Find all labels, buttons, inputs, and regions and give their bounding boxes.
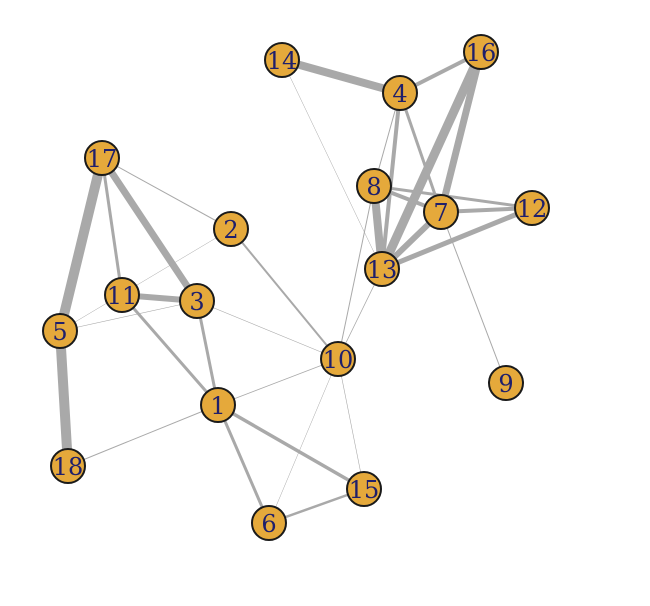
edge-1-15 (216, 403, 366, 491)
node-circle (356, 168, 392, 204)
edge-5-18 (55, 326, 73, 471)
edge-8-12 (372, 184, 534, 210)
node-label: 4 (392, 80, 407, 108)
node-circle (213, 211, 249, 247)
node-label: 17 (87, 145, 118, 173)
node-10: 10 (320, 341, 356, 377)
node-14: 14 (264, 42, 300, 78)
edge-17-2 (101, 157, 232, 230)
node-label: 18 (53, 453, 84, 481)
node-circle (50, 448, 86, 484)
node-11: 11 (104, 277, 140, 313)
node-label: 1 (210, 392, 225, 420)
edge-5-3 (59, 300, 198, 332)
edge-7-9 (440, 211, 507, 384)
node-circle (200, 387, 236, 423)
node-13: 13 (364, 251, 400, 287)
node-circle (514, 190, 550, 226)
node-circle (463, 34, 499, 70)
node-label: 15 (349, 476, 380, 504)
node-circle (364, 251, 400, 287)
node-label: 9 (498, 370, 513, 398)
edge-17-5 (55, 153, 107, 336)
node-label: 16 (466, 39, 497, 67)
edge-16-13 (377, 47, 486, 274)
edge-14-4 (278, 56, 404, 97)
node-label: 8 (366, 173, 381, 201)
node-circle (179, 283, 215, 319)
node-label: 7 (433, 199, 448, 227)
edge-10-15 (337, 358, 365, 490)
node-7: 7 (423, 194, 459, 230)
node-6: 6 (251, 505, 287, 541)
edge-2-10 (230, 228, 339, 360)
node-circle (423, 194, 459, 230)
edge-10-8 (337, 185, 375, 360)
node-15: 15 (346, 471, 382, 507)
node-16: 16 (463, 34, 499, 70)
edge-16-7 (437, 48, 485, 216)
edge-14-13 (281, 59, 383, 270)
node-label: 3 (189, 288, 204, 316)
node-circle (382, 75, 418, 111)
node-17: 17 (84, 140, 120, 176)
node-label: 6 (261, 510, 276, 538)
node-label: 13 (367, 256, 398, 284)
node-circle (264, 42, 300, 78)
edge-1-6 (216, 403, 271, 525)
node-circle (42, 313, 78, 349)
edge-1-10 (217, 358, 339, 406)
edge-3-10 (196, 300, 339, 360)
edge-13-12 (379, 205, 535, 272)
node-4: 4 (382, 75, 418, 111)
node-label: 2 (223, 216, 238, 244)
node-label: 5 (52, 318, 67, 346)
node-12: 12 (514, 190, 550, 226)
node-2: 2 (213, 211, 249, 247)
node-label: 11 (107, 282, 138, 310)
node-circle (346, 471, 382, 507)
edge-5-2 (59, 228, 232, 332)
edge-10-6 (268, 358, 339, 524)
edge-11-1 (120, 293, 220, 407)
edge-1-18 (67, 404, 219, 467)
node-1: 1 (200, 387, 236, 423)
node-18: 18 (50, 448, 86, 484)
edge-4-7 (398, 91, 443, 214)
node-label: 14 (267, 47, 298, 75)
node-3: 3 (179, 283, 215, 319)
node-circle (320, 341, 356, 377)
node-circle (84, 140, 120, 176)
edge-17-3 (98, 154, 201, 305)
edge-17-11 (100, 156, 124, 297)
node-label: 10 (323, 346, 354, 374)
node-circle (488, 365, 524, 401)
node-label: 12 (517, 195, 548, 223)
node-circle (104, 277, 140, 313)
node-9: 9 (488, 365, 524, 401)
node-circle (251, 505, 287, 541)
node-5: 5 (42, 313, 78, 349)
node-8: 8 (356, 168, 392, 204)
